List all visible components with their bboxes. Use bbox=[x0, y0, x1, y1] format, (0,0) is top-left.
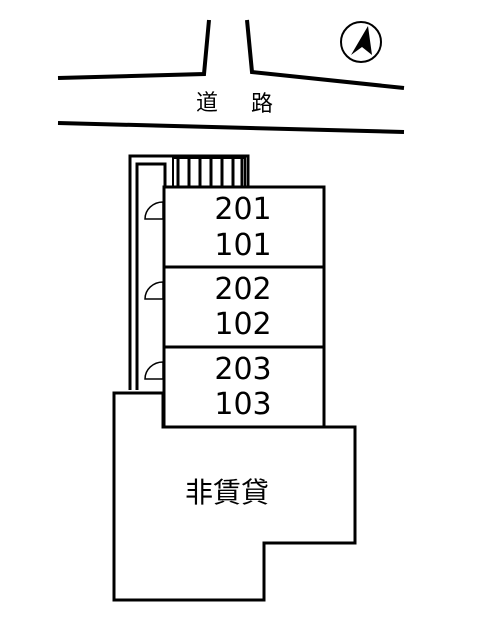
unit-lower-number: 102 bbox=[214, 307, 272, 342]
door-icon bbox=[144, 201, 164, 220]
unit-block-1 bbox=[162, 185, 326, 269]
unit-block-3 bbox=[162, 345, 326, 429]
road-north-edge-left bbox=[57, 19, 211, 80]
north-compass-icon bbox=[340, 21, 382, 63]
road-north-edge-right bbox=[245, 19, 405, 90]
unit-upper-number: 203 bbox=[214, 352, 272, 387]
road-label-char-1: 道 bbox=[196, 91, 219, 116]
non-rental-label: 非賃貸 bbox=[185, 476, 270, 509]
stairs-icon bbox=[172, 157, 246, 188]
road-label-char-2: 路 bbox=[251, 92, 274, 117]
road bbox=[57, 19, 405, 134]
walkway-inner-line bbox=[135, 162, 167, 390]
unit-upper-number: 202 bbox=[214, 272, 272, 307]
unit-upper-number: 201 bbox=[214, 192, 272, 227]
unit-lower-number: 103 bbox=[214, 387, 272, 422]
unit-block-2 bbox=[162, 265, 326, 349]
building-units bbox=[162, 185, 326, 429]
road-south-edge bbox=[57, 121, 405, 134]
unit-lower-number: 101 bbox=[214, 228, 272, 263]
walkway-outline bbox=[128, 154, 250, 390]
door-icon bbox=[144, 281, 164, 300]
walkway bbox=[128, 154, 250, 390]
door-icon bbox=[144, 361, 164, 380]
